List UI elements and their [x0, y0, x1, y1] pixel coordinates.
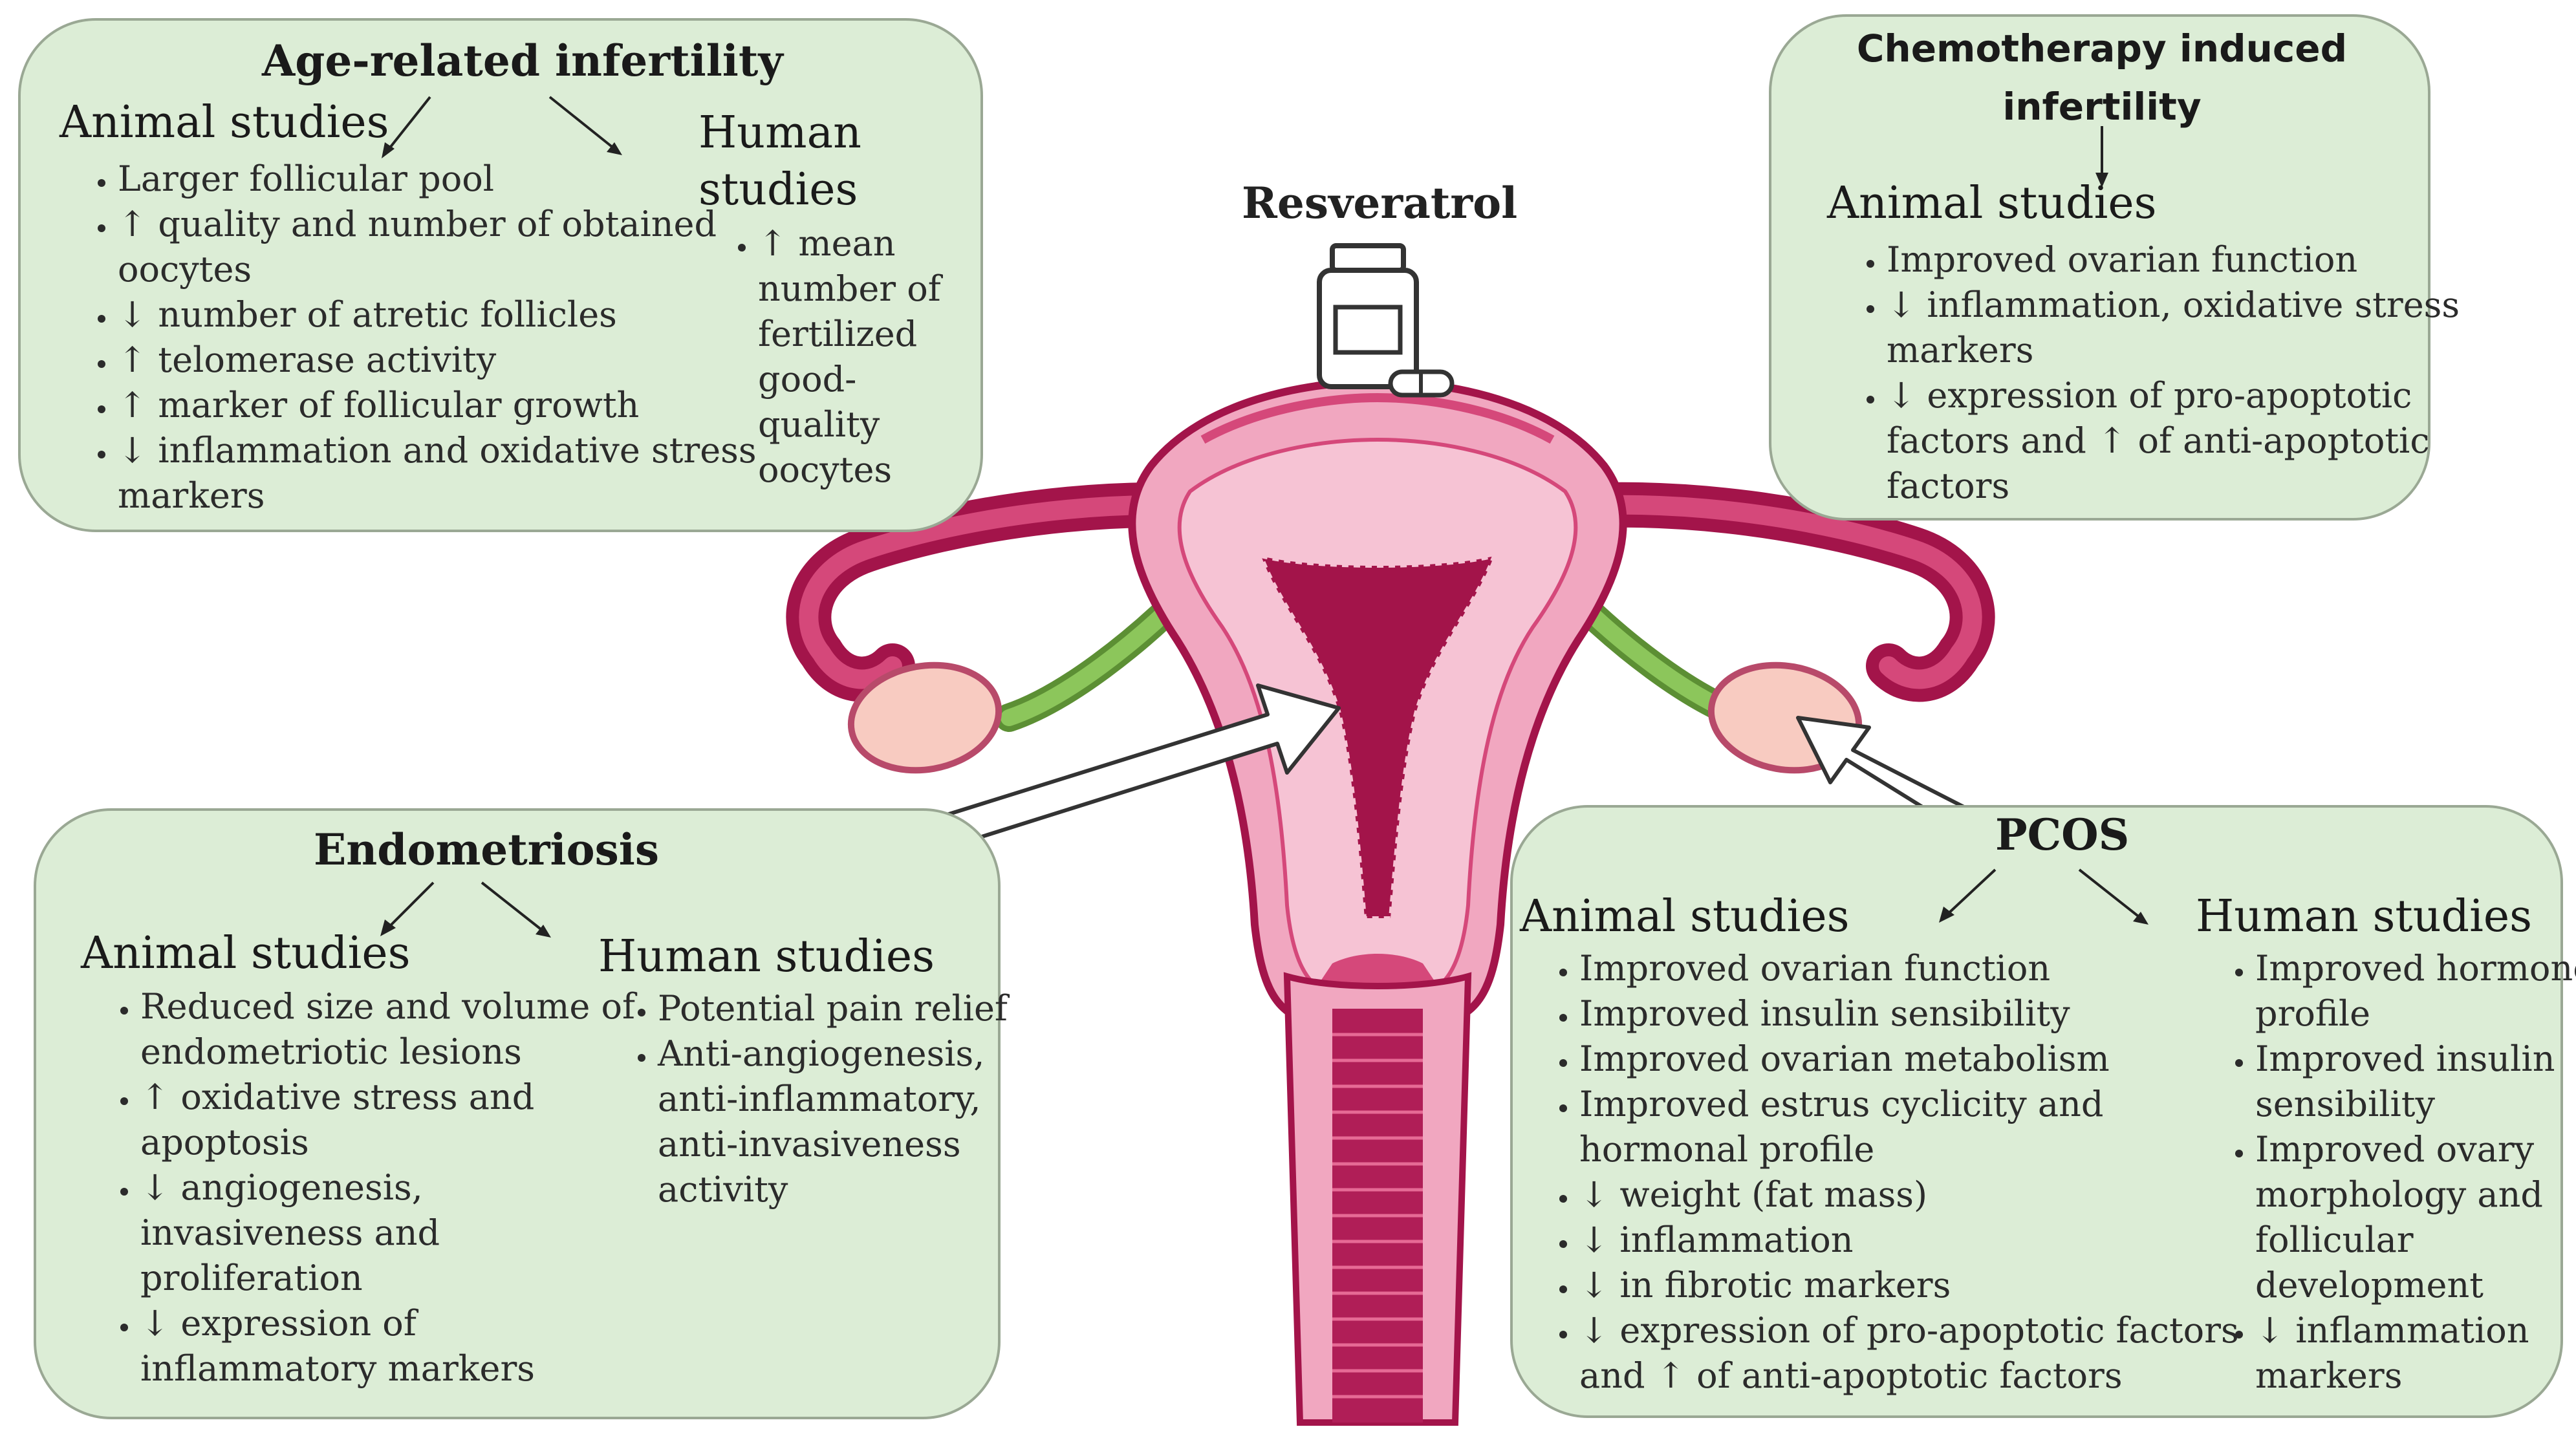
endo-animal-studies-heading: Animal studies — [81, 928, 411, 979]
list-item: Improved ovarian function — [1887, 237, 2472, 283]
chemo-animal-studies-heading: Animal studies — [1827, 178, 2157, 229]
list-item: ↑ oxidative stress and apoptosis — [140, 1075, 645, 1165]
age-human-studies-list: ↑ mean number of fertilized good-quality… — [698, 221, 971, 493]
cervix — [1319, 954, 1436, 983]
list-item: ↓ inflammation — [1579, 1218, 2265, 1263]
age-human-studies-heading: Human studies — [698, 107, 861, 215]
chemotherapy-infertility-title: Chemotherapy induced infertility — [1856, 27, 2348, 129]
list-item: Improved estrus cyclicity and hormonal p… — [1579, 1082, 2265, 1172]
list-item: ↓ weight (fat mass) — [1579, 1172, 2265, 1218]
endo-split-arrows — [380, 881, 551, 938]
age-animal-studies-list: Larger follicular pool ↑ quality and num… — [58, 156, 790, 519]
pcos-box — [1510, 805, 2563, 1418]
endo-human-studies-heading: Human studies — [598, 931, 935, 982]
pcos-human-studies-heading: Human studies — [2196, 891, 2532, 942]
chemo-animal-studies-list: Improved ovarian function ↓ inflammation… — [1827, 237, 2472, 509]
chemo-down-arrow — [2095, 126, 2108, 188]
chemotherapy-infertility-box — [1769, 14, 2430, 521]
list-item: ↓ angiogenesis, invasiveness and prolife… — [140, 1165, 645, 1301]
pcos-animal-studies-list: Improved ovarian function Improved insul… — [1520, 946, 2265, 1399]
age-animal-studies-heading: Animal studies — [60, 97, 389, 148]
list-item: ↓ expression of pro-apoptotic factors an… — [1579, 1308, 2265, 1399]
list-item: ↑ marker of follicular growth — [118, 383, 790, 428]
list-item: ↓ number of atretic follicles — [118, 292, 790, 338]
pcos-title: PCOS — [1995, 810, 2130, 860]
pcos-split-arrows — [1939, 868, 2148, 925]
list-item: Anti-angiogenesis, anti-inflammatory, an… — [658, 1031, 1030, 1212]
list-item: Improved ovary morphology and follicular… — [2255, 1127, 2576, 1308]
list-item: ↓ expression of inflammatory markers — [140, 1301, 645, 1391]
list-item: Improved ovarian function — [1579, 946, 2265, 991]
list-item: Improved ovarian metabolism — [1579, 1037, 2265, 1082]
list-item: Reduced size and volume of endometriotic… — [140, 984, 645, 1075]
age-related-infertility-box — [18, 18, 983, 532]
pill-bottle-icon — [1317, 243, 1455, 398]
list-item: ↓ in fibrotic markers — [1579, 1263, 2265, 1308]
uterine-cavity — [1258, 553, 1497, 920]
endometriosis-title: Endometriosis — [314, 824, 660, 875]
list-item: ↑ telomerase activity — [118, 338, 790, 383]
list-item: ↓ inflammation and oxidative stress mark… — [118, 428, 790, 519]
endo-human-studies-list: Potential pain relief Anti-angiogenesis,… — [598, 986, 1030, 1212]
list-item: Potential pain relief — [658, 986, 1030, 1031]
list-item: ↓ inflammation, oxidative stress markers — [1887, 283, 2472, 373]
list-item: Improved insulin sensibility — [2255, 1037, 2576, 1127]
age-related-infertility-title: Age-related infertility — [262, 36, 783, 86]
list-item: Larger follicular pool — [118, 156, 790, 202]
left-ovary — [847, 661, 1002, 774]
list-item: ↓ inflammation markers — [2255, 1308, 2576, 1399]
list-item: Improved hormone profile — [2255, 946, 2576, 1037]
age-split-arrows — [382, 96, 622, 158]
list-item: ↑ mean number of fertilized good-quality… — [758, 221, 971, 493]
list-item: ↑ quality and number of obtained oocytes — [118, 202, 790, 292]
pcos-animal-studies-heading: Animal studies — [1520, 891, 1850, 942]
list-item: ↓ expression of pro-apoptotic factors an… — [1887, 373, 2472, 509]
resveratrol-label: Resveratrol — [1242, 178, 1518, 228]
pcos-human-studies-list: Improved hormone profile Improved insuli… — [2196, 946, 2576, 1399]
list-item: Improved insulin sensibility — [1579, 991, 2265, 1037]
endo-animal-studies-list: Reduced size and volume of endometriotic… — [81, 984, 645, 1391]
